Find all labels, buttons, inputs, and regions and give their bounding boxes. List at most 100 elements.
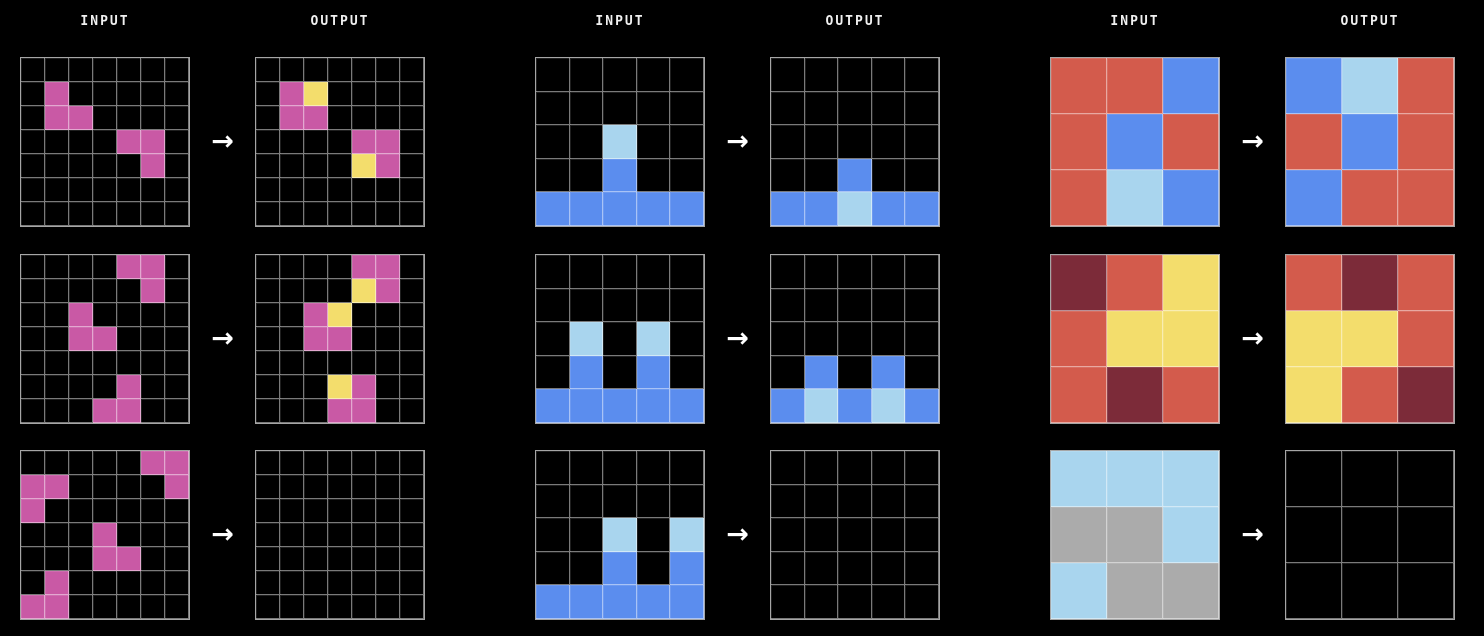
grid-cell (141, 399, 165, 423)
grid-cell (304, 178, 328, 202)
grid-cell (1286, 255, 1342, 311)
grid-cell (256, 595, 280, 619)
grid-cell (93, 399, 117, 423)
grid-cell (871, 125, 906, 159)
grid-cell (400, 58, 424, 82)
grid-cell (771, 91, 805, 126)
grid-cell (93, 82, 117, 106)
grid-cell (569, 288, 604, 323)
grid-cell (256, 202, 280, 226)
arrow-icon: → (211, 323, 234, 354)
grid-cell (45, 106, 69, 130)
grid-cell (304, 327, 328, 351)
grid-cell (117, 571, 141, 595)
arrow-icon: → (726, 126, 749, 157)
grid-cell (69, 303, 93, 327)
grid-cell (670, 551, 704, 586)
grid-cell (304, 451, 328, 475)
grid-cell (352, 178, 376, 202)
grid-cell (328, 255, 352, 279)
grid-cell (603, 355, 637, 390)
grid-cell (1163, 367, 1219, 423)
grid-cell (670, 192, 704, 226)
grid-cell (376, 303, 400, 327)
grid-cell (1398, 170, 1454, 226)
grid-cell (141, 375, 165, 399)
grid-cell (21, 130, 45, 154)
grid-cell (838, 158, 872, 193)
grid-cell (280, 475, 304, 499)
grid-cell (1107, 451, 1163, 507)
grid-cell (93, 130, 117, 154)
output-grid (1285, 450, 1455, 620)
grid-cell (280, 375, 304, 399)
grid-cell (165, 499, 189, 523)
grid-cell (670, 484, 704, 519)
grid-cell (771, 58, 805, 92)
grid-cell (256, 130, 280, 154)
grid-cell (804, 484, 839, 519)
grid-cell (871, 355, 906, 390)
grid-cell (838, 389, 872, 423)
grid-cell (141, 571, 165, 595)
grid-cell (45, 451, 69, 475)
grid-cell (670, 518, 704, 552)
output-grid (1285, 254, 1455, 424)
grid-cell (328, 327, 352, 351)
grid-cell (376, 130, 400, 154)
grid-cell (1107, 255, 1163, 311)
grid-cell (400, 106, 424, 130)
grid-cell (670, 322, 704, 356)
grid-cell (165, 178, 189, 202)
grid-cell (376, 82, 400, 106)
grid-cell (804, 551, 839, 586)
grid-cell (165, 547, 189, 571)
grid-cell (304, 58, 328, 82)
grid-cell (304, 279, 328, 303)
grid-cell (603, 125, 637, 159)
grid-cell (838, 518, 872, 552)
grid-cell (1398, 58, 1454, 114)
grid-cell (1107, 367, 1163, 423)
grid-cell (905, 389, 939, 423)
grid-cell (165, 255, 189, 279)
grid-cell (141, 154, 165, 178)
grid-cell (400, 595, 424, 619)
grid-cell (838, 451, 872, 485)
grid-cell (1051, 563, 1107, 619)
grid-cell (905, 288, 939, 323)
grid-cell (117, 106, 141, 130)
grid-cell (45, 58, 69, 82)
grid-cell (117, 279, 141, 303)
grid-cell (304, 351, 328, 375)
grid-cell (256, 523, 280, 547)
input-grid (1050, 57, 1220, 227)
grid-cell (804, 288, 839, 323)
grid-cell (871, 158, 906, 193)
grid-cell (1286, 170, 1342, 226)
grid-cell (21, 523, 45, 547)
grid-cell (69, 451, 93, 475)
grid-cell (69, 106, 93, 130)
grid-cell (69, 82, 93, 106)
grid-cell (117, 499, 141, 523)
grid-cell (376, 499, 400, 523)
grid-cell (804, 158, 839, 193)
output-grid (255, 450, 425, 620)
input-grid-label: INPUT (595, 14, 645, 29)
grid-cell (771, 158, 805, 193)
grid-cell (304, 130, 328, 154)
grid-cell (21, 595, 45, 619)
grid-cell (69, 279, 93, 303)
grid-cell (117, 547, 141, 571)
grid-cell (328, 523, 352, 547)
grid-cell (45, 279, 69, 303)
grid-cell (871, 322, 906, 356)
grid-cell (1107, 114, 1163, 170)
grid-cell (670, 255, 704, 289)
grid-cell (93, 451, 117, 475)
grid-cell (21, 547, 45, 571)
grid-cell (141, 130, 165, 154)
grid-cell (670, 58, 704, 92)
